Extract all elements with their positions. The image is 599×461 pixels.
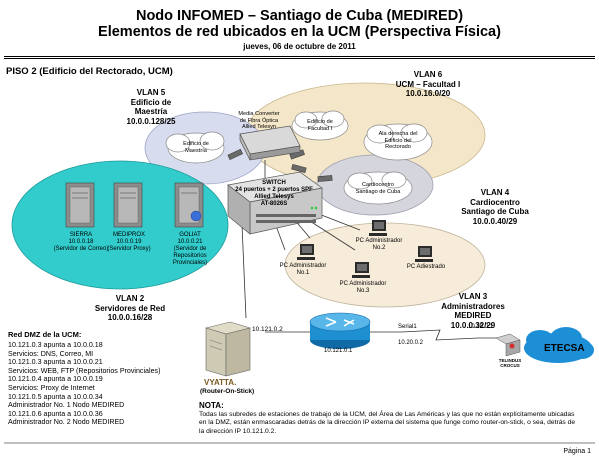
dmz-line: Servicios: DNS, Correo, MI (8, 349, 94, 358)
pc-admin3 (352, 262, 370, 278)
dmz-line: 10.121.0.3 apunta a 10.0.0.18 (8, 341, 103, 349)
page-subtitle: Elementos de red ubicados en la UCM (Per… (98, 24, 501, 40)
router-on-stick-device (204, 321, 252, 377)
media-converter (239, 125, 301, 161)
dmz-line: Administrador No. 2 Nodo MEDIRED (8, 418, 125, 427)
server-goliat (174, 182, 204, 228)
date-label: jueves, 06 de octubre de 2011 (243, 42, 356, 51)
etecsa-label: ETECSA (544, 343, 585, 354)
serial-label: Serial1 (398, 324, 417, 330)
server-sierra (65, 182, 95, 228)
dmz-line: Servicios: Proxy de Internet (8, 383, 95, 392)
server-mediprox (113, 182, 143, 228)
router-on-stick-label: (Router-On-Stick) (200, 388, 255, 395)
pc-admin2 (369, 220, 387, 236)
dmz-line: Administrador No. 1 Nodo MEDIRED (8, 401, 125, 410)
router-lan-ip: 10.121.0.1 (324, 348, 353, 354)
dmz-line: 10.121.0.4 apunta a 10.0.0.19 (8, 375, 103, 384)
serial-ip: 10.20.0.2 (398, 340, 424, 346)
pc-adiestrado-label: PC Adiestrado (406, 264, 446, 270)
dmz-line: 10.121.0.6 apunta a 10.0.0.36 (8, 409, 103, 418)
cloud-cardio (343, 171, 413, 205)
dmz-line: Servicios: WEB, FTP (Repositorios Provin… (8, 366, 161, 375)
nota-title: NOTA: (199, 401, 224, 410)
router-on-stick-ip: 10.121.0.2 (252, 326, 283, 333)
dmz-line: 10.121.0.3 apunta a 10.0.0.21 (8, 358, 103, 367)
switch-device (227, 171, 323, 235)
cloud-ala (363, 123, 433, 161)
page-title: Nodo INFOMED – Santiago de Cuba (MEDIRED… (135, 8, 464, 24)
pc-admin1 (297, 244, 315, 260)
etecsa-ip: 10.20.0.1 (468, 324, 494, 330)
dmz-list: 10.121.0.3 apunta a 10.0.0.18 Servicios:… (8, 341, 160, 427)
divider (4, 56, 595, 57)
page-number: Página 1 (563, 448, 591, 455)
pc-adiestrado (415, 246, 433, 262)
cloud-maestria (165, 131, 225, 164)
divider (4, 58, 595, 59)
nota-text: Todas las subredes de estaciones de trab… (199, 411, 576, 435)
fiber-modules (227, 148, 333, 182)
dmz-title: Red DMZ de la UCM: (8, 330, 82, 339)
etecsa-cloud (524, 327, 594, 363)
cloud-facultad (291, 110, 349, 141)
floor-label: PISO 2 (Edificio del Rectorado, UCM) (6, 66, 173, 77)
dmz-line: 10.121.0.5 apunta a 10.0.0.34 (8, 392, 103, 401)
router-icon (309, 312, 371, 349)
vyatta-logo: VYATTA. (204, 378, 237, 387)
telindus-crocus-device (495, 333, 521, 357)
